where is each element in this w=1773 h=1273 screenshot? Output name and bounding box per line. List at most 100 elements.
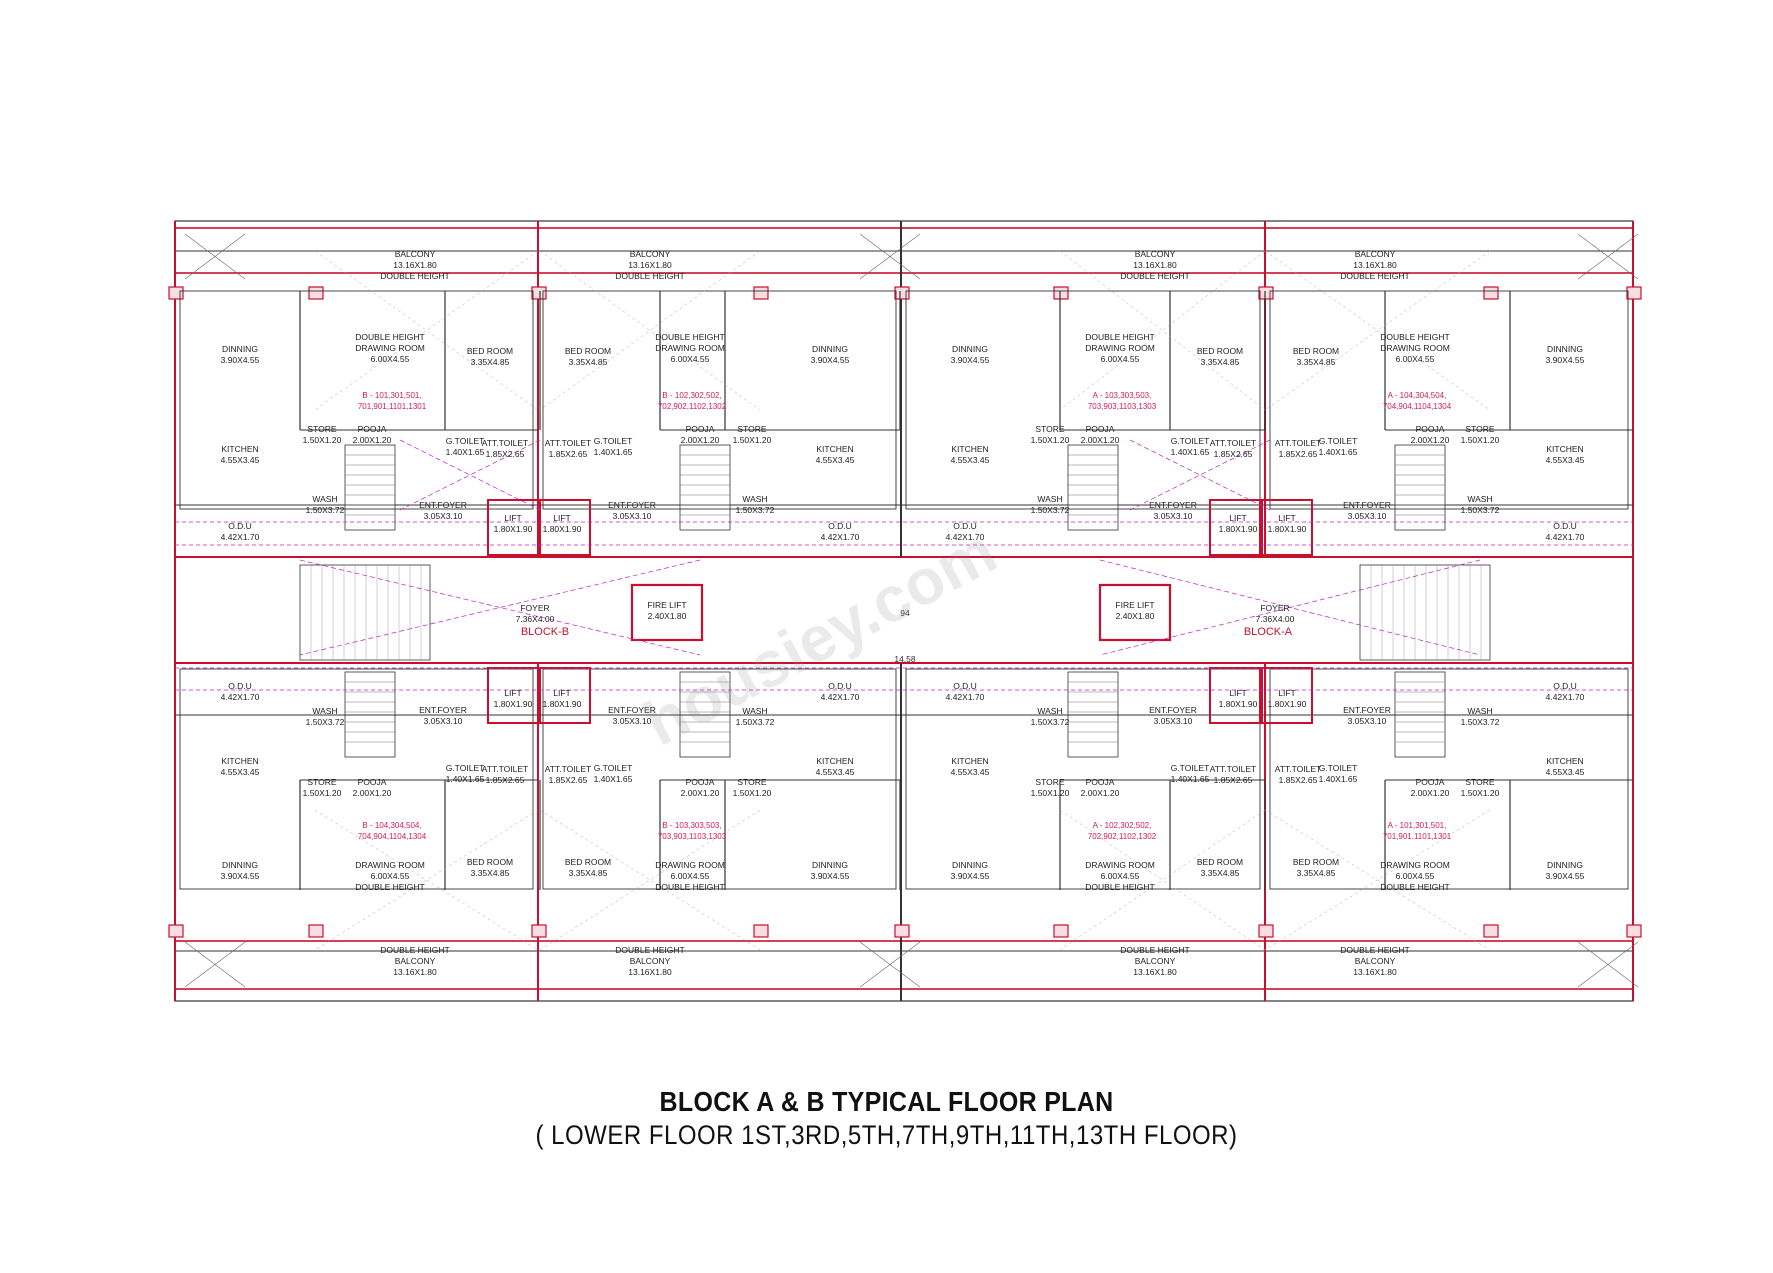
dimension-diagonal [1129, 439, 1271, 511]
dimension-diagonal [399, 439, 541, 511]
column [753, 286, 769, 300]
lift-shaft [1209, 499, 1261, 556]
unit-numbers: B - 102,302,502,702,902,1102,1302 [658, 391, 727, 411]
unit-outline-top [905, 290, 1261, 510]
unit-numbers: A - 102,302,502,702,902,1102,1302 [1088, 821, 1157, 841]
void-cross [859, 941, 921, 988]
dimension-diagonal [1129, 439, 1271, 511]
corridor-stair [1359, 564, 1491, 661]
block-b-label: BLOCK-B [521, 626, 569, 638]
staircase [1394, 671, 1446, 758]
fire-lift-shaft [1098, 583, 1172, 642]
column [753, 924, 769, 938]
column [1483, 286, 1499, 300]
lift-shaft [539, 667, 591, 724]
fire-lift-shaft [630, 583, 704, 642]
block-a-label: BLOCK-A [1244, 626, 1293, 638]
double-height-void [1059, 809, 1266, 951]
double-height-void [314, 809, 539, 951]
column [1053, 286, 1069, 300]
column [1626, 286, 1642, 300]
dimension-diagonal [1099, 559, 1481, 656]
staircase [679, 671, 731, 758]
unit-outline-bottom [179, 668, 534, 890]
double-height-void [1059, 250, 1266, 411]
dimension-diagonal [399, 439, 541, 511]
corridor-stair [299, 564, 431, 661]
lift-shaft [539, 499, 591, 556]
double-height-void [314, 809, 539, 951]
unit-outline-top [179, 290, 534, 510]
width-dimension: 14.58 [894, 654, 916, 664]
double-height-void [1059, 250, 1266, 411]
double-height-void [539, 809, 761, 951]
mid-dimension: 94 [900, 608, 910, 618]
column [1258, 286, 1274, 300]
void-cross [184, 941, 246, 988]
dimension-diagonal [299, 559, 701, 656]
plan-title: BLOCK A & B TYPICAL FLOOR PLAN [659, 1086, 1114, 1118]
unit-outline-bottom [905, 668, 1261, 890]
unit-outline-bottom [542, 668, 897, 890]
double-height-void [539, 809, 761, 951]
column [1483, 924, 1499, 938]
column [531, 924, 547, 938]
dimension-diagonal [299, 559, 701, 656]
staircase [1394, 444, 1446, 531]
unit-outline-bottom [1269, 668, 1629, 890]
lift-shaft [1261, 499, 1313, 556]
